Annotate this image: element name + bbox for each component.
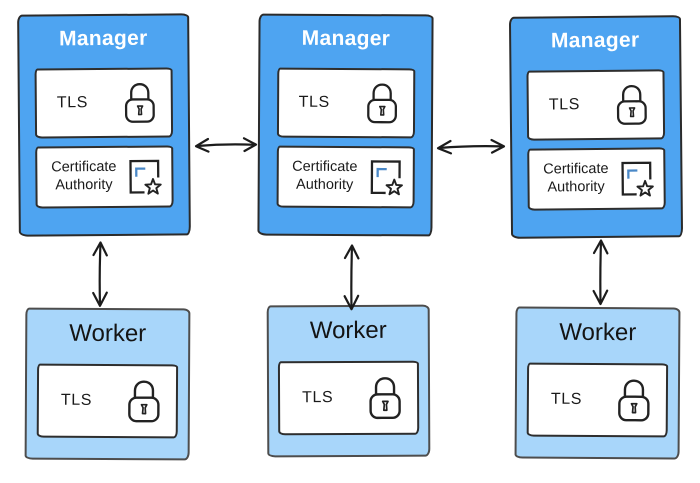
lock-icon — [362, 81, 400, 125]
worker-title: Worker — [559, 318, 637, 347]
bidirectional-arrow-manager1-worker1 — [92, 241, 108, 307]
tls-label: TLS — [548, 96, 581, 114]
bidirectional-arrow-manager2-worker2 — [343, 244, 360, 311]
bidirectional-arrow-manager3-worker3 — [592, 239, 609, 306]
tls-box: TLS — [36, 363, 179, 439]
manager-node-3: Manager TLS Certificate Authority — [508, 15, 684, 239]
lock-icon — [614, 377, 654, 423]
bidirectional-arrow-manager1-manager2 — [194, 137, 258, 153]
tls-label: TLS — [550, 390, 583, 408]
certificate-authority-label: Certificate Authority — [292, 159, 358, 194]
worker-node-1: Worker TLS — [24, 307, 191, 461]
tls-box: TLS — [276, 67, 415, 139]
worker-node-2: Worker TLS — [266, 304, 431, 458]
worker-title: Worker — [69, 319, 147, 348]
certificate-star-icon — [616, 157, 656, 199]
worker-node-3: Worker TLS — [514, 306, 681, 460]
worker-title: Worker — [309, 316, 387, 345]
tls-box: TLS — [34, 67, 174, 139]
certificate-authority-label: Certificate Authority — [543, 161, 609, 196]
tls-box: TLS — [526, 69, 666, 141]
tls-label: TLS — [60, 391, 93, 409]
certificate-authority-label: Certificate Authority — [51, 159, 117, 194]
lock-icon — [613, 82, 651, 126]
tls-box: TLS — [526, 362, 669, 438]
manager-title: Manager — [301, 26, 391, 51]
manager-node-2: Manager TLS Certificate Authority — [257, 13, 434, 237]
lock-icon — [365, 375, 405, 421]
tls-label: TLS — [302, 389, 334, 407]
lock-icon — [124, 378, 164, 424]
manager-title: Manager — [550, 28, 640, 53]
certificate-star-icon — [124, 156, 164, 198]
certificate-authority-box: Certificate Authority — [276, 145, 415, 209]
certificate-authority-box: Certificate Authority — [35, 145, 174, 209]
bidirectional-arrow-manager2-manager3 — [436, 138, 506, 155]
certificate-star-icon — [365, 156, 405, 198]
tls-box: TLS — [277, 360, 420, 436]
manager-node-1: Manager TLS Certificate Authority — [17, 13, 191, 237]
manager-title: Manager — [58, 26, 148, 51]
certificate-authority-box: Certificate Authority — [527, 147, 666, 211]
lock-icon — [121, 81, 159, 125]
tls-label: TLS — [298, 93, 330, 111]
tls-label: TLS — [56, 94, 89, 112]
